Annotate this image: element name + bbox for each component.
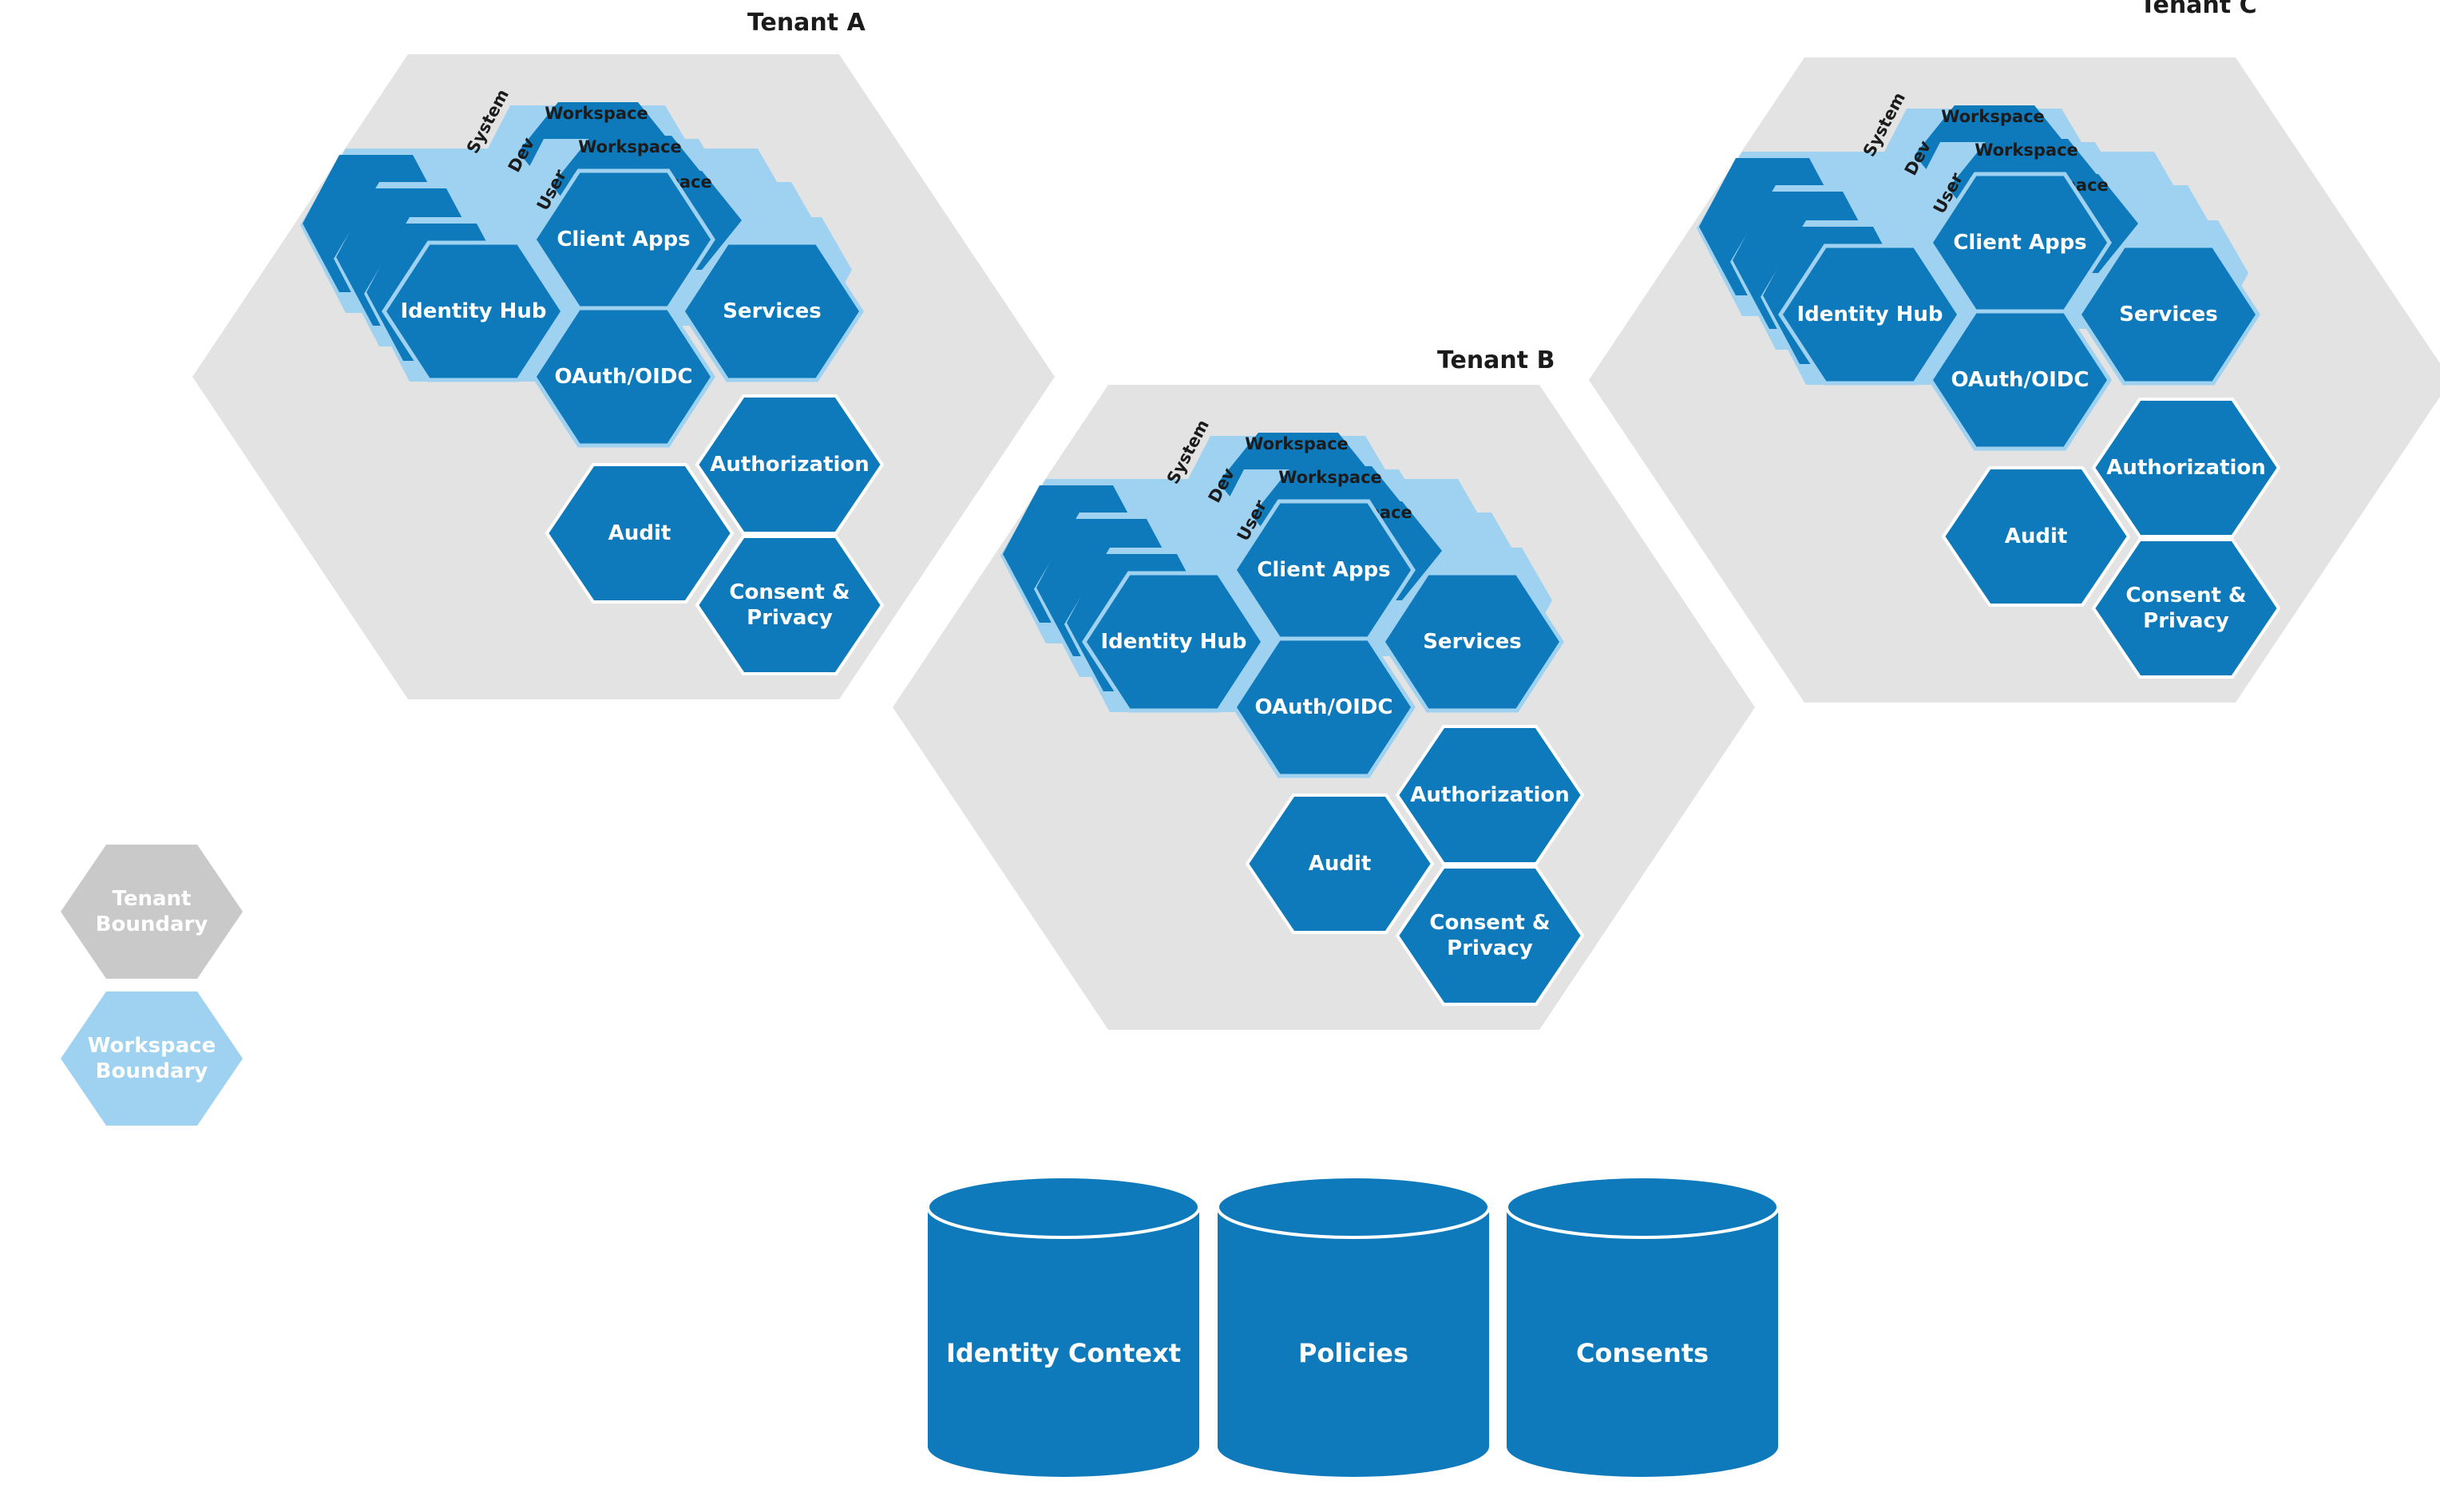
component-label: Client Apps	[1257, 558, 1390, 582]
component-label: Audit	[2005, 524, 2068, 548]
workspace-label: Workspace	[1245, 434, 1349, 453]
database-top	[1505, 1175, 1780, 1239]
component-label: Privacy	[2143, 609, 2229, 633]
component-audit	[545, 463, 735, 604]
database-label: Consents	[1576, 1338, 1709, 1368]
component-authorization	[2091, 398, 2281, 538]
database-body	[928, 1207, 1199, 1477]
database-cylinder: Identity Context	[926, 1175, 1201, 1477]
component-services	[680, 240, 864, 382]
component-label: Authorization	[2106, 456, 2266, 480]
component-label: Authorization	[710, 453, 869, 477]
legend-workspace-label: Workspace	[88, 1034, 216, 1058]
component-consent	[2091, 538, 2281, 679]
component-identity-hub	[1778, 243, 1962, 386]
workspace-label: Workspace	[1975, 141, 2078, 160]
data-stores: Identity Context Policies Consents	[926, 1175, 1780, 1477]
tenants-layer: Tenant AWorkspaceSystemWorkspaceDevWorks…	[192, 0, 2440, 1030]
tenant-c: Tenant CWorkspaceSystemWorkspaceDevWorks…	[1589, 0, 2440, 703]
component-label: Identity Hub	[1100, 630, 1246, 654]
component-label: Privacy	[747, 606, 833, 630]
legend-tenant-label: Tenant	[113, 887, 192, 911]
tenant-a: Tenant AWorkspaceSystemWorkspaceDevWorks…	[192, 9, 1055, 699]
database-top	[926, 1175, 1201, 1239]
component-label: Authorization	[1410, 783, 1570, 807]
workspace-label: Workspace	[578, 137, 682, 156]
component-identity-hub	[1082, 571, 1266, 713]
workspace-label: Workspace	[545, 104, 648, 123]
component-oauth	[1928, 309, 2112, 451]
component-label: Consent &	[2125, 584, 2246, 608]
component-label: Services	[723, 299, 822, 323]
legend-workspace-label: Boundary	[96, 1059, 208, 1083]
component-label: Identity Hub	[400, 299, 546, 323]
database-label: Identity Context	[946, 1338, 1181, 1368]
component-label: Privacy	[1447, 936, 1533, 960]
component-identity-hub	[382, 240, 565, 382]
component-label: OAuth/OIDC	[1255, 695, 1393, 719]
component-label: Consent &	[729, 580, 850, 604]
component-oauth	[1232, 636, 1416, 778]
component-label: Services	[1423, 630, 1522, 654]
component-label: Services	[2119, 303, 2218, 327]
component-audit	[1941, 466, 2131, 607]
component-services	[2077, 243, 2260, 386]
workspace-components: Identity Hub Client AppsServicesOAuth/OID…	[1082, 499, 1564, 778]
component-label: Identity Hub	[1796, 303, 1943, 327]
database-cylinder: Policies	[1216, 1175, 1491, 1477]
database-top	[1216, 1175, 1491, 1239]
component-authorization	[695, 394, 885, 535]
tenant-b: Tenant BWorkspaceSystemWorkspaceDevWorks…	[893, 346, 1755, 1030]
workspace-components: Identity Hub Client AppsServicesOAuth/OID…	[382, 168, 864, 448]
workspace-label: Workspace	[1941, 107, 2045, 126]
database-cylinder: Consents	[1505, 1175, 1780, 1477]
component-label: Client Apps	[1953, 231, 2086, 255]
component-label: Consent &	[1429, 911, 1550, 935]
component-authorization	[1395, 725, 1585, 865]
tenant-title: Tenant A	[747, 9, 866, 37]
legend-workspace-hex	[61, 992, 243, 1126]
component-consent	[1395, 865, 1585, 1006]
component-label: Audit	[608, 521, 671, 545]
workspace-components: Identity Hub Client AppsServicesOAuth/OID…	[1778, 172, 2260, 451]
component-consent	[695, 535, 885, 675]
component-services	[1380, 571, 1564, 713]
component-audit	[1245, 794, 1435, 934]
database-body	[1507, 1207, 1778, 1477]
component-oauth	[532, 306, 715, 448]
component-label: Audit	[1309, 852, 1372, 876]
legend-tenant-hex	[61, 845, 243, 979]
workspace-label: Workspace	[1278, 468, 1382, 487]
component-label: Client Apps	[557, 228, 690, 251]
database-body	[1218, 1207, 1489, 1477]
component-label: OAuth/OIDC	[555, 365, 693, 389]
tenant-title: Tenant C	[2140, 0, 2257, 19]
tenant-title: Tenant B	[1437, 346, 1555, 374]
legend-tenant-label: Boundary	[96, 912, 208, 936]
database-label: Policies	[1298, 1338, 1408, 1368]
component-label: OAuth/OIDC	[1951, 368, 2089, 392]
